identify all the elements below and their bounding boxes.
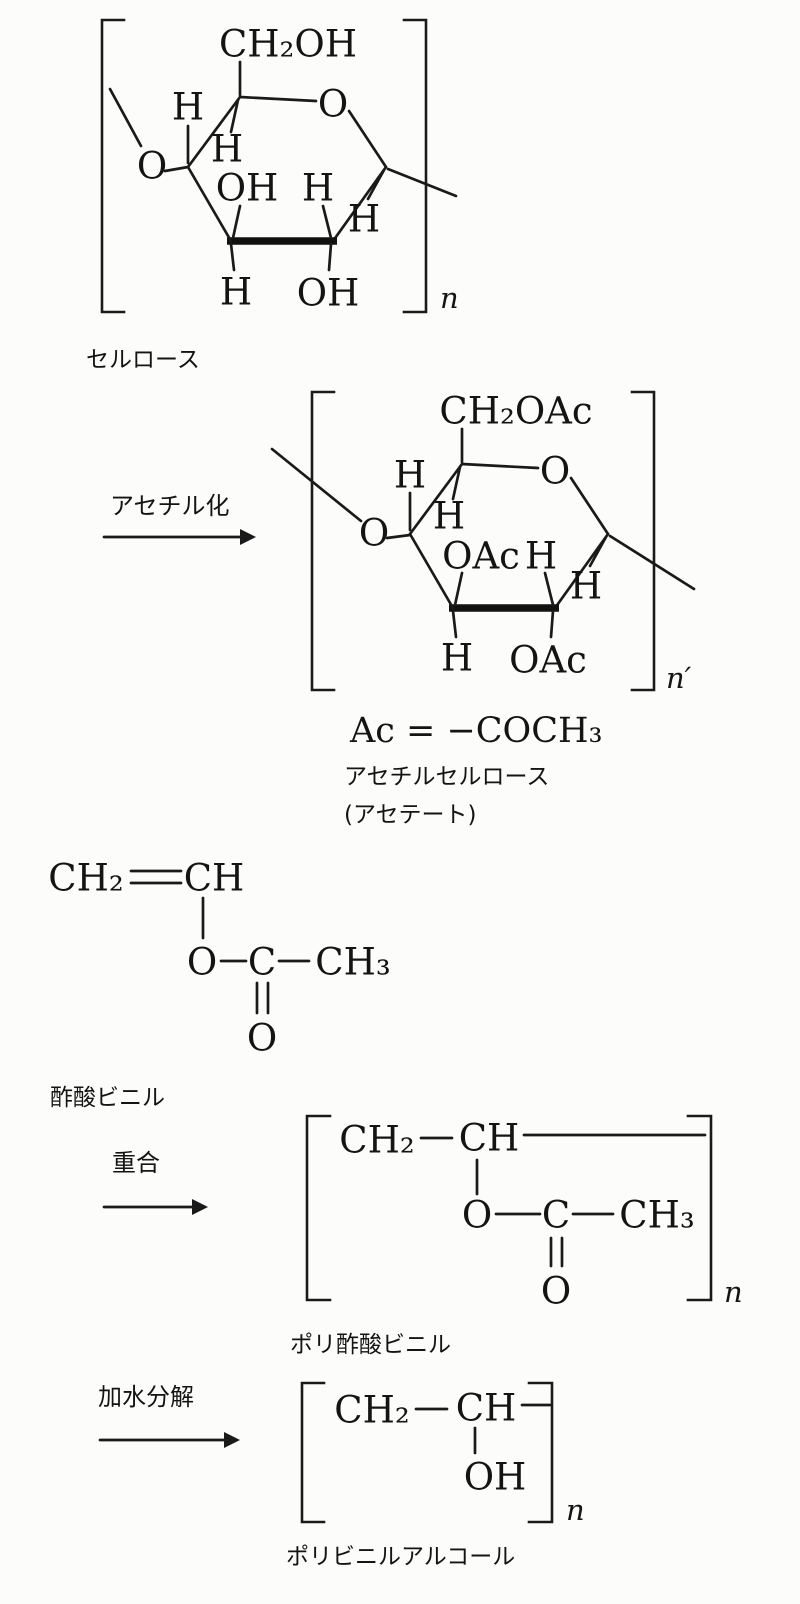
- poly-vinyl-acetate-structure: CH₂ CH O C CH₃ O n ポリ酢酸ビニル: [290, 1114, 743, 1358]
- ring-edge: [347, 109, 388, 169]
- ch3-label: CH₃: [619, 1194, 694, 1237]
- repeat-subscript-n: n: [440, 281, 459, 315]
- carbonyl-carbon-label: C: [542, 1194, 570, 1237]
- c5-h-label: H: [211, 128, 243, 171]
- right-bracket: [686, 1114, 713, 1302]
- c3-h-down-label: H: [220, 271, 252, 314]
- c3-oh-bond: [231, 204, 242, 240]
- right-bracket: [402, 18, 428, 314]
- repeat-subscript-n: n: [566, 1493, 585, 1527]
- arrowhead: [240, 529, 256, 545]
- c3-oh-label: OH: [216, 167, 279, 210]
- ch2oac-label: CH₂OAc: [439, 390, 592, 433]
- ac-definition: Ac = −COCH₃: [349, 711, 603, 751]
- acetyl-cellulose-structure: n′ CH₂OAc O O H H OAc H H H OAc Ac = −CO…: [270, 390, 696, 828]
- c5-h-bond: [229, 98, 240, 134]
- c2-oh-bond: [327, 242, 333, 272]
- c3-h-bond: [229, 242, 236, 272]
- cellulose-structure: n CH₂OH O O H H OH H H H OH セルロース: [86, 18, 459, 373]
- c2-oac-bond: [549, 609, 555, 639]
- polymerization-arrow-label: 重合: [112, 1149, 160, 1177]
- vinyl-acetate-caption: 酢酸ビニル: [50, 1085, 165, 1111]
- ring-edge: [569, 476, 610, 536]
- acetylation-arrow-label: アセチル化: [110, 492, 230, 520]
- c3-h-bond: [451, 609, 458, 639]
- glycosidic-bond: [385, 533, 412, 540]
- c5-h-label: H: [433, 495, 465, 538]
- c3-oac-bond: [453, 571, 464, 607]
- c2-oac-down-label: OAc: [509, 639, 587, 682]
- glycosidic-bond-left: [108, 87, 143, 148]
- c5-h-bond: [451, 465, 462, 501]
- repeat-subscript-n-prime: n′: [666, 661, 692, 695]
- ch-label: CH: [184, 857, 245, 900]
- oh-label: OH: [464, 1456, 527, 1499]
- glycosidic-bond: [163, 165, 190, 173]
- acetylation-arrow: アセチル化: [102, 492, 256, 545]
- ch3-label: CH₃: [315, 941, 390, 984]
- glycosidic-bond-left: [270, 447, 363, 523]
- ring-edge: [186, 95, 242, 169]
- hydrolysis-arrow-label: 加水分解: [98, 1383, 194, 1411]
- repeat-subscript-n: n: [724, 1275, 743, 1309]
- polymerization-arrow: 重合: [102, 1149, 208, 1215]
- ring-edge: [331, 165, 388, 243]
- c2-h-bond: [321, 204, 333, 240]
- ch2oh-label: CH₂OH: [219, 23, 357, 66]
- right-bracket: [527, 1381, 554, 1524]
- ring-edge: [408, 532, 455, 610]
- poly-vinyl-alcohol-caption: ポリビニルアルコール: [286, 1544, 515, 1570]
- carbonyl-oxygen-label: O: [541, 1270, 571, 1313]
- c1-h-bond: [588, 535, 608, 568]
- c3-oac-label: OAc: [442, 535, 520, 578]
- glycosidic-bond-right: [386, 167, 458, 198]
- c2-oh-down-label: OH: [297, 272, 360, 315]
- ring-edge: [553, 532, 610, 610]
- left-bracket: [310, 390, 336, 692]
- glycosidic-bond-right: [608, 534, 696, 591]
- glycosidic-oxygen-label: O: [359, 512, 389, 555]
- ring-edge: [186, 165, 233, 243]
- c2-h-label: H: [302, 167, 334, 210]
- ch2-label: CH₂: [48, 857, 123, 900]
- ch2-label: CH₂: [339, 1119, 414, 1162]
- c2-h-label: H: [525, 535, 557, 578]
- ring-edge: [238, 95, 318, 103]
- left-bracket: [300, 1381, 326, 1524]
- c3-h-down-label: H: [441, 637, 473, 680]
- carbonyl-carbon-label: C: [248, 941, 276, 984]
- poly-vinyl-acetate-caption: ポリ酢酸ビニル: [290, 1332, 451, 1358]
- c2-h-bond: [543, 571, 555, 607]
- acetate-caption: (アセテート): [344, 802, 477, 828]
- right-bracket: [630, 390, 656, 692]
- left-bracket: [100, 18, 126, 314]
- glycosidic-oxygen-label: O: [137, 145, 167, 188]
- ester-oxygen-label: O: [187, 941, 217, 984]
- acetyl-cellulose-caption: アセチルセルロース: [344, 764, 549, 790]
- ch-label: CH: [459, 1117, 520, 1160]
- hydrolysis-arrow: 加水分解: [98, 1383, 240, 1448]
- cellulose-caption: セルロース: [86, 347, 200, 373]
- arrowhead: [192, 1199, 208, 1215]
- vinyl-acetate-structure: CH₂ CH O C CH₃ O 酢酸ビニル: [48, 857, 390, 1112]
- c4-h-label: H: [172, 86, 204, 129]
- ring-edge: [460, 462, 540, 470]
- ester-oxygen-label: O: [462, 1194, 492, 1237]
- ch-label: CH: [456, 1387, 517, 1430]
- c1-h-bond: [366, 168, 386, 201]
- ring-edge: [408, 462, 464, 536]
- arrowhead: [224, 1432, 240, 1448]
- c1-h-label: H: [348, 198, 380, 241]
- c4-h-label: H: [394, 454, 426, 497]
- poly-vinyl-alcohol-structure: CH₂ CH OH n ポリビニルアルコール: [286, 1381, 585, 1570]
- ch2-label: CH₂: [334, 1389, 409, 1432]
- carbonyl-oxygen-label: O: [247, 1017, 277, 1060]
- ring-oxygen-label: O: [540, 450, 570, 493]
- ring-oxygen-label: O: [318, 83, 348, 126]
- left-bracket: [305, 1114, 332, 1302]
- c1-h-label: H: [570, 565, 602, 608]
